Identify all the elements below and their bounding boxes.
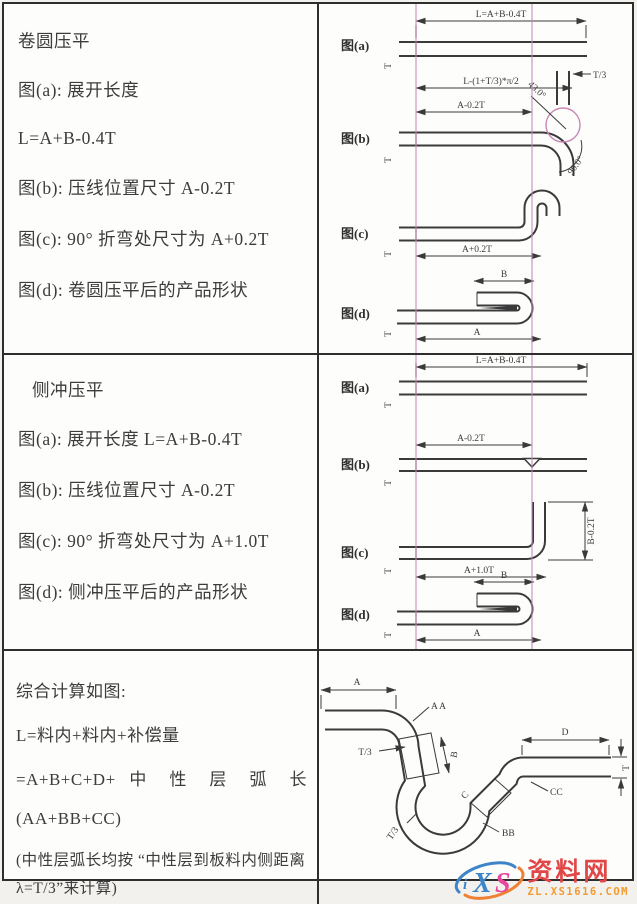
dim-d: D <box>521 728 610 755</box>
watermark: i X S 资料网 ZL.XS1616.COM <box>451 856 629 902</box>
label-c: C <box>460 790 472 801</box>
fig-a-flat-strip: L=A+B-0.4T T 图(a) <box>341 10 587 69</box>
row1-diagram-cell: L=A+B-0.4T T 图(a) L-(1+T/3)*π/2 A-0.2T <box>319 4 632 353</box>
thickness-label: T <box>384 632 394 638</box>
row3-text-cell: 综合计算如图: L=料内+料内+补偿量 =A+B+C+D+ 中 性 层 弧 长 … <box>4 651 319 904</box>
fig-b-crease-position: A-0.2T T 图(b) <box>341 434 587 486</box>
thickness-label: T <box>384 331 394 337</box>
watermark-logo: i X S <box>451 856 535 902</box>
thickness-label: T <box>384 157 394 163</box>
diagram-row1: L=A+B-0.4T T 图(a) L-(1+T/3)*π/2 A-0.2T <box>341 4 606 353</box>
dim-t: T <box>612 739 632 796</box>
hem-seam <box>479 306 517 310</box>
thickness-label: T <box>384 568 394 574</box>
dim-label-a-02t: A-0.2T <box>457 434 485 444</box>
row2-title: 侧冲压平 <box>32 380 104 400</box>
fig-a-label: 图(a) <box>341 380 369 395</box>
watermark-url: ZL.XS1616.COM <box>527 886 629 899</box>
row2-text-cell: 侧冲压平 图(a): 展开长度 L=A+B-0.4T 图(b): 压线位置尺寸 … <box>4 355 319 649</box>
fig-b-label: 图(b) <box>341 457 370 472</box>
row1-text-cell: 卷圆压平 图(a): 展开长度 L=A+B-0.4T 图(b): 压线位置尺寸 … <box>4 4 319 353</box>
dim-label-expanded-length: L=A+B-0.4T <box>476 10 527 20</box>
dim-label-d: D <box>562 728 569 738</box>
hem-seam <box>479 607 517 611</box>
angle-label-43: 43.0° <box>525 79 548 101</box>
row1-formula: L=A+B-0.4T <box>18 128 117 148</box>
row3-formula-2: =A+B+C+D+ 中 性 层 弧 长 <box>16 770 307 789</box>
table-row-side-punch-flatten: 侧冲压平 图(a): 展开长度 L=A+B-0.4T 图(b): 压线位置尺寸 … <box>4 355 632 651</box>
row3-note-2: λ=T/3”来计算) <box>16 880 118 897</box>
punch-circle <box>545 107 581 143</box>
dim-label-t3: T/3 <box>593 71 606 81</box>
fig-c-90deg-bend: A+0.2T T 图(c) <box>341 189 561 260</box>
row2-line-c: 图(c): 90° 折弯处尺寸为 A+1.0T <box>18 531 269 551</box>
label-cc: CC <box>530 781 563 798</box>
logo-s: S <box>495 868 511 899</box>
dim-a: A <box>320 678 397 709</box>
logo-i: i <box>463 877 468 893</box>
diagram-row2: L=A+B-0.4T T 图(a) A-0.2T T 图(b) <box>341 355 597 649</box>
watermark-site-name: 资料网 <box>527 858 612 887</box>
dim-label-t: T <box>622 765 632 771</box>
combined-bend-profile <box>325 709 611 855</box>
dim-label-a-plus-1t: A+1.0T <box>464 566 494 576</box>
thickness-label: T <box>384 402 394 408</box>
dim-label-b: B <box>501 270 507 280</box>
fig-c-90deg-bend: B-0.2T A+1.0T T 图(c) <box>341 501 597 581</box>
dim-b: B <box>439 736 461 774</box>
table-row-combined-calculation: 综合计算如图: L=料内+料内+补偿量 =A+B+C+D+ 中 性 层 弧 长 … <box>4 651 632 904</box>
fig-c-label: 图(c) <box>341 545 368 560</box>
fig-d-hem-product: B A T 图(d) <box>341 571 542 644</box>
dim-label-a: A <box>474 328 481 338</box>
thickness-label: T <box>384 251 394 257</box>
t3-upper-label: T/3 <box>358 748 371 758</box>
diagram-row3: A A A T/3 B T/3 <box>320 678 632 855</box>
row3-diagram-cell: A A A T/3 B T/3 <box>319 651 632 904</box>
dim-label-arc-formula: L-(1+T/3)*π/2 <box>463 76 519 87</box>
thickness-label: T <box>384 63 394 69</box>
row3-heading: 综合计算如图: <box>16 682 127 701</box>
neutral-layer-boxes <box>398 732 512 818</box>
row3-note-1: (中性层弧长均按 “中性层到板料内侧距离 <box>16 852 306 869</box>
dim-label-expanded-length: L=A+B-0.4T <box>476 356 527 366</box>
dim-label-b: B <box>450 751 461 759</box>
fig-a-label: 图(a) <box>341 38 369 53</box>
label-t3-upper: T/3 <box>358 745 406 758</box>
row1-line-b: 图(b): 压线位置尺寸 A-0.2T <box>18 178 236 198</box>
xs-logo-icon: i X S <box>455 861 525 900</box>
row3-formula-3: (AA+BB+CC) <box>16 809 122 828</box>
label-aa: A A <box>412 702 446 722</box>
row3-formula-1: L=料内+料内+补偿量 <box>16 726 180 745</box>
t3-lower-label: T/3 <box>385 825 401 842</box>
table-row-roll-flatten: 卷圆压平 图(a): 展开长度 L=A+B-0.4T 图(b): 压线位置尺寸 … <box>4 4 632 355</box>
row2-line-b: 图(b): 压线位置尺寸 A-0.2T <box>18 480 236 500</box>
c-label: C <box>460 790 472 801</box>
bb-label: BB <box>502 829 515 839</box>
thickness-label: T <box>384 480 394 486</box>
dim-label-a: A <box>474 629 481 639</box>
row1-line-d: 图(d): 卷圆压平后的产品形状 <box>18 280 249 300</box>
fig-d-label: 图(d) <box>341 607 370 622</box>
dim-label-a-02t: A-0.2T <box>457 101 485 111</box>
fig-b-label: 图(b) <box>341 131 370 146</box>
fig-c-label: 图(c) <box>341 226 368 241</box>
logo-x: X <box>472 868 493 899</box>
dim-label-a-plus-02t: A+0.2T <box>462 245 492 255</box>
row2-line-d: 图(d): 侧冲压平后的产品形状 <box>18 582 249 602</box>
fig-d-hem-product: B A T 图(d) <box>341 270 542 343</box>
cc-label: CC <box>550 788 563 798</box>
row1-line-a: 图(a): 展开长度 <box>18 80 140 100</box>
dim-label-b-02t: B-0.2T <box>587 517 597 544</box>
dim-label-a: A <box>354 678 361 688</box>
dim-label-b: B <box>501 571 507 581</box>
fig-b-crease-position: L-(1+T/3)*π/2 A-0.2T T/3 43.0° 90.0° T 图… <box>341 70 606 177</box>
row1-title: 卷圆压平 <box>18 31 90 51</box>
fig-d-label: 图(d) <box>341 306 370 321</box>
fig-a-flat-strip: L=A+B-0.4T T 图(a) <box>341 356 588 408</box>
row2-line-a: 图(a): 展开长度 L=A+B-0.4T <box>18 429 243 449</box>
label-bb: BB <box>482 822 515 839</box>
aa-label: A A <box>431 702 446 712</box>
row1-line-c: 图(c): 90° 折弯处尺寸为 A+0.2T <box>18 229 269 249</box>
row2-diagram-cell: L=A+B-0.4T T 图(a) A-0.2T T 图(b) <box>319 355 632 649</box>
